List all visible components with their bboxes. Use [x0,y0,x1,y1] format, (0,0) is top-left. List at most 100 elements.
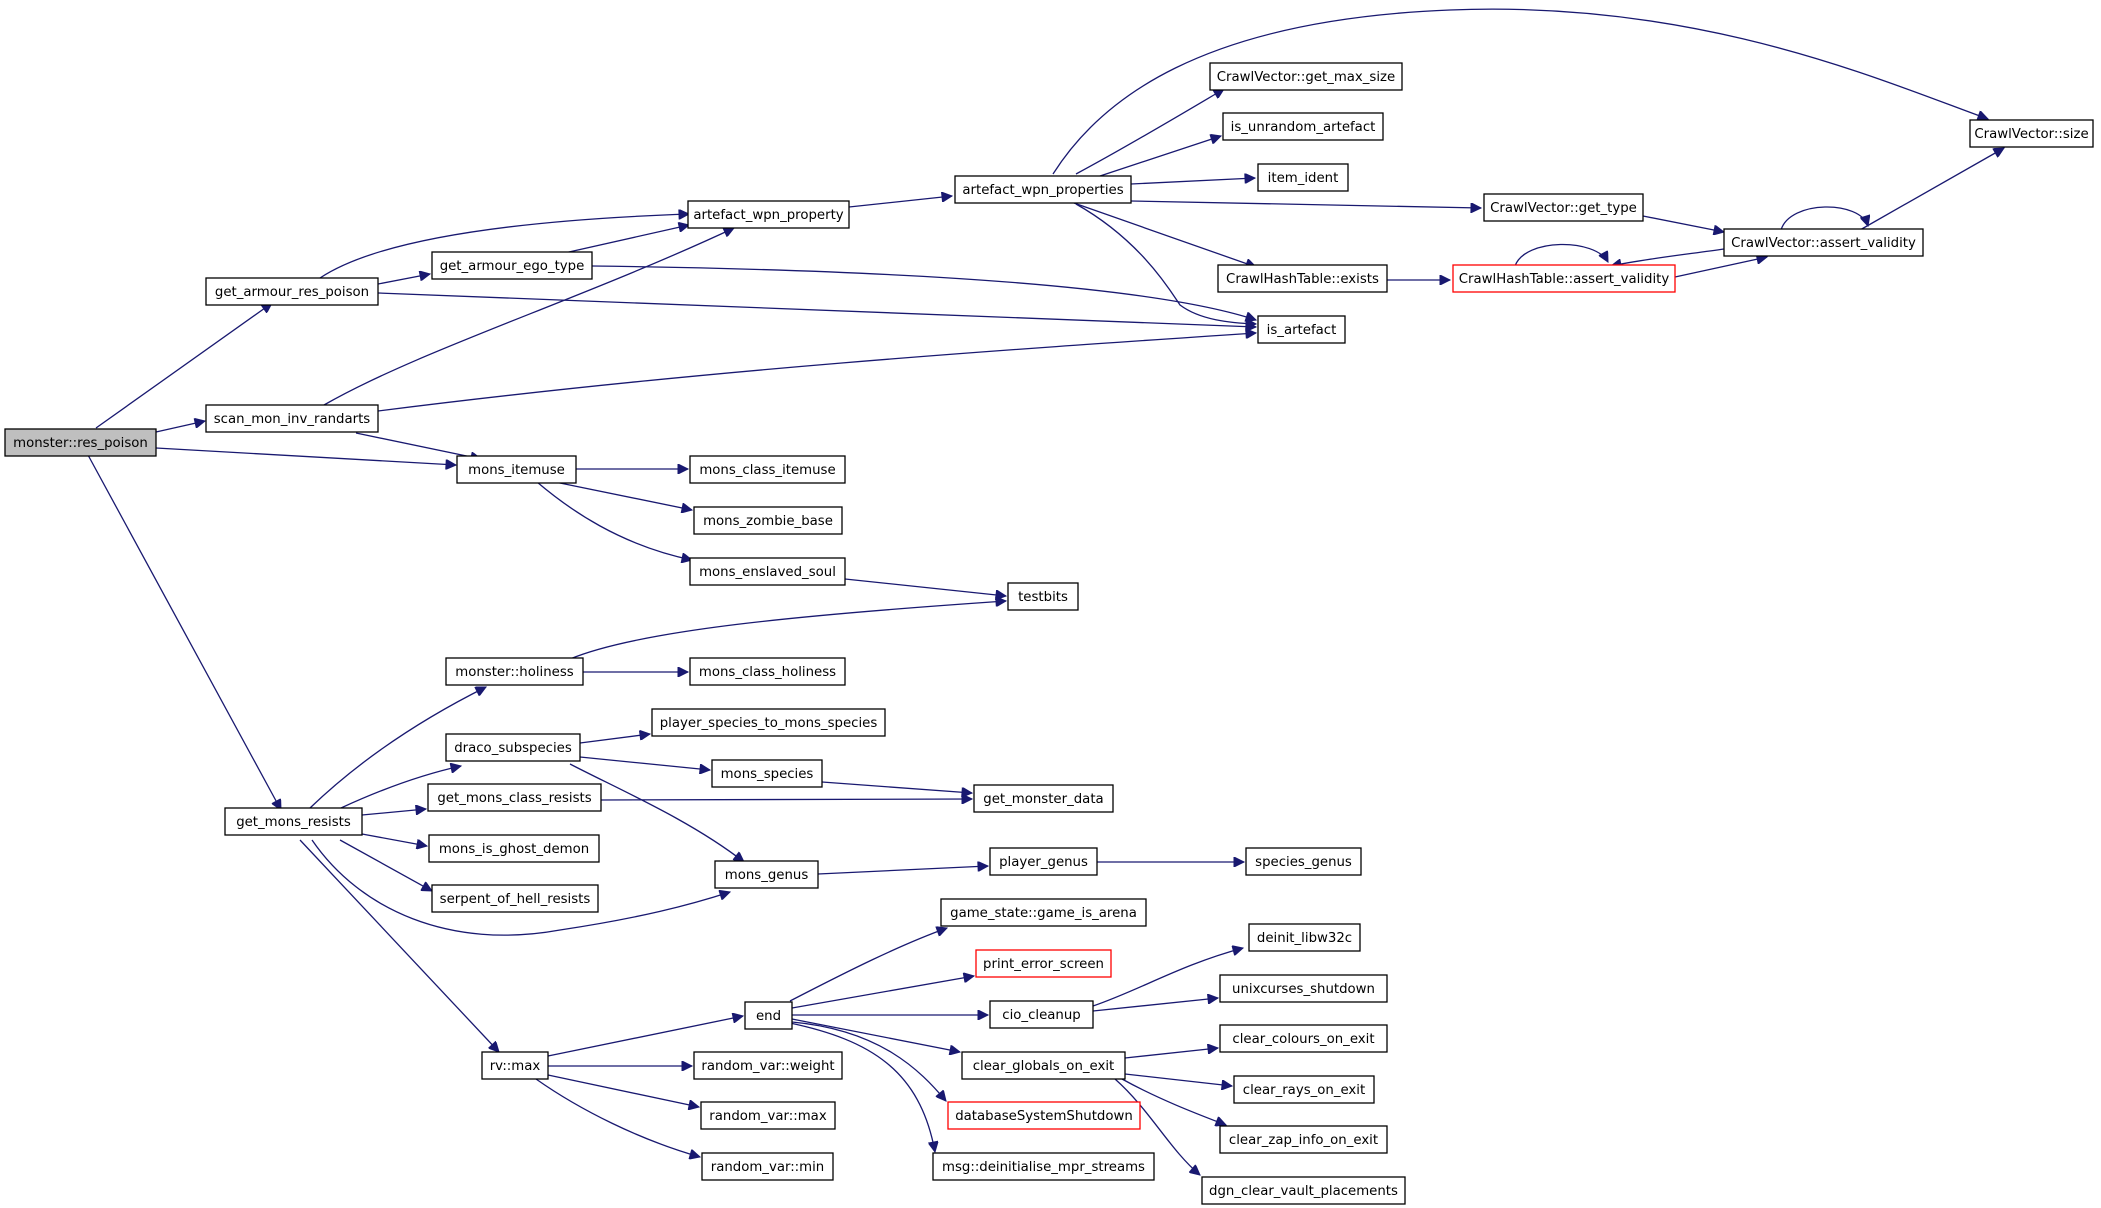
edge-draco-subspecies-to-player-species-to-mons-species [579,734,650,744]
node-player-genus[interactable]: player_genus [989,847,1098,876]
node-scan-mon-inv-randarts[interactable]: scan_mon_inv_randarts [205,404,379,433]
node-game-is-arena[interactable]: game_state::game_is_arena [940,898,1147,927]
node-end[interactable]: end [744,1001,793,1030]
node-dgn-clear-vault-placements[interactable]: dgn_clear_vault_placements [1201,1176,1406,1205]
node-is-unrandom-artefact[interactable]: is_unrandom_artefact [1222,112,1384,141]
node-label: game_state::game_is_arena [950,906,1137,921]
node-label: msg::deinitialise_mpr_streams [942,1160,1145,1175]
node-label: CrawlVector::get_type [1490,201,1637,216]
node-database-system-shutdown[interactable]: databaseSystemShutdown [947,1101,1141,1130]
node-get-mons-class-resists[interactable]: get_mons_class_resists [427,783,602,812]
node-clear-colours-on-exit[interactable]: clear_colours_on_exit [1219,1024,1388,1053]
node-label: artefact_wpn_property [693,208,843,223]
node-mons-itemuse[interactable]: mons_itemuse [456,455,577,484]
edge-scan-mon-inv-randarts-to-mons-itemuse [355,432,481,459]
node-label: CrawlVector::size [1974,127,2088,142]
node-random-var-weight[interactable]: random_var::weight [693,1051,843,1080]
edge-get-mons-resists-to-get-mons-class-resists [361,809,426,816]
node-item-ident[interactable]: item_ident [1257,163,1349,192]
edge-res-poison-to-get-armour-res-poison [95,303,272,429]
edge-artefact-wpn-properties-to-is-artefact [1075,203,1256,324]
node-clear-globals-on-exit[interactable]: clear_globals_on_exit [961,1051,1126,1080]
node-random-var-max[interactable]: random_var::max [700,1101,836,1130]
node-get-monster-data[interactable]: get_monster_data [973,784,1114,813]
node-get-armour-res-poison[interactable]: get_armour_res_poison [205,277,379,306]
node-label: cio_cleanup [1002,1008,1080,1023]
edge-artefact-wpn-properties-to-get-type [1130,200,1481,208]
node-mons-zombie-base[interactable]: mons_zombie_base [693,506,843,535]
edge-end-to-clear-globals-on-exit [791,1018,960,1052]
edge-get-armour-res-poison-to-artefact-wpn-property [319,214,689,279]
node-holiness[interactable]: monster::holiness [445,657,584,686]
edge-end-to-database-system-shutdown [791,1021,946,1101]
node-is-artefact[interactable]: is_artefact [1257,315,1346,344]
edge-get-mons-resists-to-holiness [309,686,486,809]
edge-draco-subspecies-to-mons-genus [569,763,744,862]
node-mons-class-itemuse[interactable]: mons_class_itemuse [689,455,846,484]
node-label: end [756,1009,781,1024]
edge-scan-mon-inv-randarts-to-artefact-wpn-property [323,228,734,406]
edge-get-armour-res-poison-to-get-armour-ego-type [377,274,430,285]
node-label: random_var::max [709,1109,827,1124]
node-artefact-wpn-properties[interactable]: artefact_wpn_properties [954,175,1132,204]
node-label: unixcurses_shutdown [1232,982,1375,997]
node-vec-assert-validity[interactable]: CrawlVector::assert_validity [1723,228,1924,257]
node-label: mons_itemuse [468,463,565,478]
node-serpent-of-hell-resists[interactable]: serpent_of_hell_resists [431,884,599,913]
node-label: databaseSystemShutdown [955,1109,1133,1124]
node-mons-is-ghost-demon[interactable]: mons_is_ghost_demon [428,834,600,863]
node-vec-size[interactable]: CrawlVector::size [1969,119,2094,148]
edge-artefact-wpn-properties-to-get-max-size [1075,89,1224,175]
node-label: dgn_clear_vault_placements [1209,1184,1398,1199]
node-draco-subspecies[interactable]: draco_subspecies [445,733,581,762]
edge-get-mons-resists-to-mons-is-ghost-demon [361,833,427,846]
node-player-species-to-mons-species[interactable]: player_species_to_mons_species [651,708,886,737]
node-label: print_error_screen [983,957,1104,972]
edge-get-mons-class-resists-to-get-monster-data [600,799,972,800]
node-label: is_artefact [1267,323,1337,338]
edge-mons-itemuse-to-mons-enslaved-soul [536,481,692,560]
edge-mons-itemuse-to-mons-zombie-base [554,481,692,510]
node-unixcurses-shutdown[interactable]: unixcurses_shutdown [1219,974,1388,1003]
edge-artefact-wpn-properties-to-is-unrandom-artefact [1099,136,1221,177]
node-deinit-libw32c[interactable]: deinit_libw32c [1248,923,1361,952]
node-mons-species[interactable]: mons_species [711,759,823,788]
node-mons-genus[interactable]: mons_genus [714,860,819,889]
node-label: item_ident [1268,171,1339,186]
node-label: CrawlVector::assert_validity [1731,236,1916,251]
node-label: clear_globals_on_exit [973,1059,1115,1074]
node-random-var-min[interactable]: random_var::min [701,1152,834,1181]
node-label: scan_mon_inv_randarts [214,412,371,427]
node-hash-exists[interactable]: CrawlHashTable::exists [1217,264,1388,293]
edge-hash-assert-validity-self-loop [1514,243,1609,267]
node-mons-enslaved-soul[interactable]: mons_enslaved_soul [689,557,846,586]
node-get-mons-resists[interactable]: get_mons_resists [224,807,363,836]
node-get-type[interactable]: CrawlVector::get_type [1483,193,1644,222]
node-res-poison[interactable]: monster::res_poison [4,428,157,457]
node-mons-class-holiness[interactable]: mons_class_holiness [689,657,846,686]
edge-clear-globals-on-exit-to-clear-rays-on-exit [1124,1073,1232,1086]
node-rv-max[interactable]: rv::max [481,1051,549,1080]
node-label: monster::res_poison [13,436,148,451]
node-artefact-wpn-property[interactable]: artefact_wpn_property [687,200,850,229]
node-label: mons_zombie_base [703,514,833,529]
node-clear-zap-info-on-exit[interactable]: clear_zap_info_on_exit [1219,1125,1388,1154]
edge-end-to-print-error-screen [791,976,974,1009]
node-label: random_var::min [711,1160,825,1175]
node-label: clear_rays_on_exit [1243,1083,1365,1098]
node-testbits[interactable]: testbits [1007,582,1079,611]
node-label: mons_enslaved_soul [699,565,836,580]
edge-end-to-deinitialise-mpr-streams [789,1022,935,1152]
edge-get-mons-resists-to-rv-max [299,839,499,1052]
node-hash-assert-validity[interactable]: CrawlHashTable::assert_validity [1452,264,1676,293]
node-deinitialise-mpr-streams[interactable]: msg::deinitialise_mpr_streams [932,1152,1155,1181]
edge-mons-enslaved-soul-to-testbits [844,578,1006,596]
node-print-error-screen[interactable]: print_error_screen [975,949,1112,978]
node-clear-rays-on-exit[interactable]: clear_rays_on_exit [1233,1075,1375,1104]
node-species-genus[interactable]: species_genus [1245,847,1362,876]
node-label: random_var::weight [701,1059,834,1074]
node-label: mons_class_holiness [699,665,836,680]
node-cio-cleanup[interactable]: cio_cleanup [989,1000,1094,1029]
node-get-max-size[interactable]: CrawlVector::get_max_size [1209,62,1403,91]
node-get-armour-ego-type[interactable]: get_armour_ego_type [431,251,593,280]
